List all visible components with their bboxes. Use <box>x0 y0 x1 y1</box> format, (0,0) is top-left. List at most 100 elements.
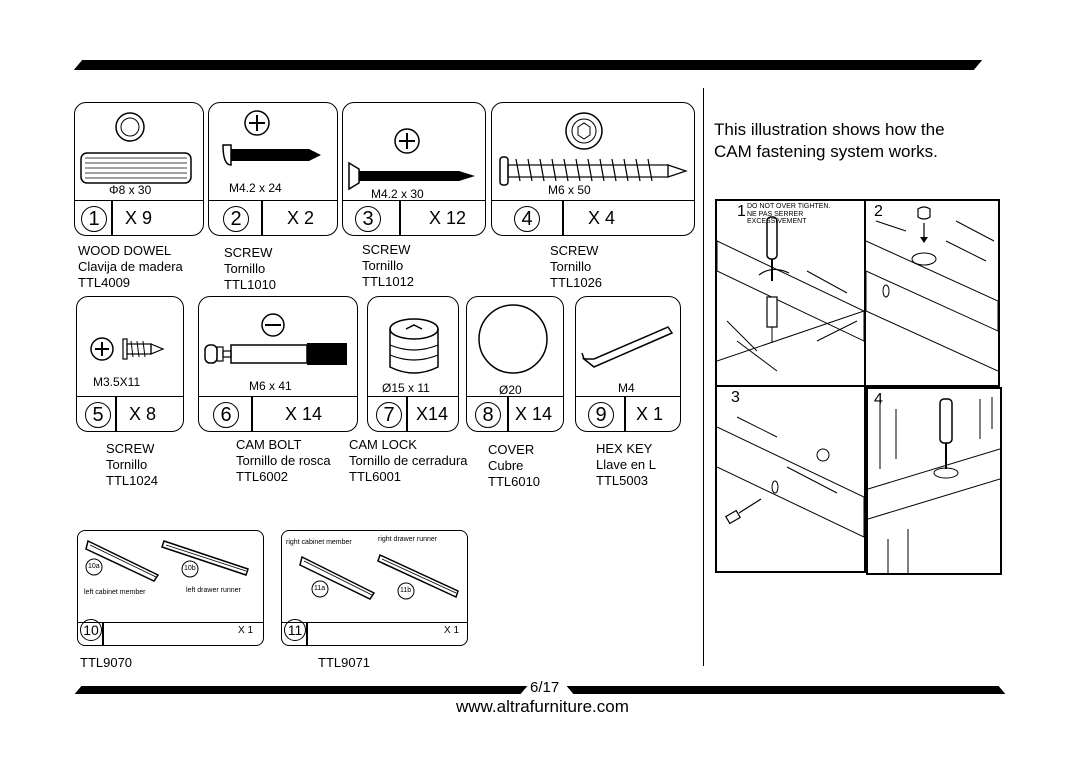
cam-bolt-illustration <box>204 313 347 365</box>
part-code: TTL1010 <box>224 277 277 292</box>
runner-quantity: X 1 <box>444 625 460 636</box>
part-size: M4 <box>618 381 635 395</box>
part-name: SCREW <box>550 243 599 258</box>
part-name: SCREW <box>362 242 411 257</box>
part-size: Ø20 <box>499 383 522 397</box>
hex-key-illustration <box>581 326 674 368</box>
part-name: COVER <box>488 442 535 457</box>
runner-tag-b: 11b <box>400 587 412 594</box>
part-alt-name: Tornillo <box>362 258 404 273</box>
runner-tag-a: 10a <box>88 563 100 570</box>
part-size: M6 x 50 <box>548 183 591 197</box>
part-code: TTL6010 <box>488 474 541 489</box>
part-quantity: X 2 <box>287 208 315 228</box>
footer-rule-left <box>74 686 528 694</box>
part-card-9: M4 9 X 1 <box>575 296 681 432</box>
part-code: TTL1024 <box>106 473 159 488</box>
part-number: 9 <box>588 399 614 429</box>
cam-step-2: 2 <box>866 201 998 387</box>
part-label-2: SCREW Tornillo TTL1010 <box>224 245 276 293</box>
part-alt-name: Tornillo <box>106 457 148 472</box>
part-size: M4.2 x 24 <box>229 181 282 195</box>
part-label-3: SCREW Tornillo TTL1012 <box>362 242 414 290</box>
screw-illustration <box>499 112 688 186</box>
cam-heading-line-2: CAM fastening system works. <box>714 142 938 161</box>
runner-tag-b: 10b <box>184 565 196 572</box>
warning-text-en: DO NOT OVER TIGHTEN. <box>747 203 831 210</box>
part-name: WOOD DOWEL <box>78 243 172 258</box>
runner-label-b: right drawer runner <box>378 536 438 543</box>
website-url: www.altrafurniture.com <box>456 697 629 716</box>
step-number: 3 <box>731 389 740 406</box>
step-number: 1 <box>737 203 746 220</box>
cam-step-3: 3 <box>717 387 866 571</box>
part-footer <box>576 396 680 431</box>
cam-lock-illustration <box>389 318 439 374</box>
cam-heading-line-1: This illustration shows how the <box>714 120 945 139</box>
part-code: TTL1012 <box>362 274 415 289</box>
part-number: 5 <box>85 399 111 429</box>
part-card-2: M4.2 x 24 2 X 2 <box>208 102 338 236</box>
part-card-8: Ø20 8 X 14 <box>466 296 564 432</box>
part-footer <box>77 396 183 431</box>
step-3-illustration <box>717 416 864 538</box>
step-1-illustration <box>717 216 864 372</box>
part-code: TTL1026 <box>550 275 603 290</box>
part-footer <box>199 396 357 431</box>
part-card-1: Φ8 x 30 1 X 9 <box>74 102 204 236</box>
part-quantity: X 8 <box>129 404 157 424</box>
part-number: 2 <box>223 203 249 233</box>
runner-footer <box>282 622 467 645</box>
screw-illustration <box>222 110 321 166</box>
part-card-6: M6 x 41 6 X 14 <box>198 296 358 432</box>
part-quantity: X 14 <box>285 404 323 424</box>
part-quantity: X 14 <box>515 404 553 424</box>
footer-rule-right <box>566 686 1006 694</box>
part-number: 1 <box>81 203 107 233</box>
part-alt-name: Tornillo de cerradura <box>349 453 468 468</box>
part-quantity: X 12 <box>429 208 467 228</box>
cam-step-1: 1 DO NOT OVER TIGHTEN. NE PAS SERRER EXC… <box>717 201 866 387</box>
part-number: 6 <box>213 399 239 429</box>
part-quantity: X 4 <box>588 208 616 228</box>
part-alt-name: Tornillo <box>550 259 592 274</box>
step-2-illustration <box>866 206 998 372</box>
part-footer <box>467 396 563 431</box>
part-card-4: M6 x 50 4 X 4 <box>491 102 695 236</box>
part-code: TTL6002 <box>236 469 289 484</box>
part-alt-name: Cubre <box>488 458 524 473</box>
cam-heading: This illustration shows how the CAM fast… <box>714 119 945 163</box>
warning-text-fr: NE PAS SERRER EXCESSIVEMENT <box>747 211 807 225</box>
part-card-7: Ø15 x 11 7 X14 <box>367 296 459 432</box>
part-number: 4 <box>514 203 540 233</box>
part-label-4: SCREW Tornillo TTL1026 <box>550 243 602 291</box>
runner-card-11: 11a 11b right cabinet member right drawe… <box>281 530 468 646</box>
part-quantity: X14 <box>416 404 449 424</box>
runner-footer <box>78 622 263 645</box>
page-number: 6/17 <box>530 679 560 696</box>
part-label-1: WOOD DOWEL Clavija de madera TTL4009 <box>78 243 183 291</box>
part-footer <box>209 200 337 235</box>
part-code: TTL5003 <box>596 473 649 488</box>
part-number: 7 <box>376 399 402 429</box>
part-label-6: CAM BOLT Tornillo de rosca TTL6002 <box>236 437 331 485</box>
part-number: 3 <box>355 203 381 233</box>
cover-illustration <box>478 304 548 374</box>
part-footer <box>343 200 485 235</box>
runner-code-11: TTL9071 <box>318 655 371 670</box>
runner-card-10: 10a 10b left cabinet member left drawer … <box>77 530 264 646</box>
part-alt-name: Clavija de madera <box>78 259 183 274</box>
runner-number: 11 <box>284 619 306 643</box>
part-alt-name: Tornillo <box>224 261 266 276</box>
part-size: M6 x 41 <box>249 379 292 393</box>
part-name: HEX KEY <box>596 441 653 456</box>
part-size: Φ8 x 30 <box>109 183 152 197</box>
part-footer <box>368 396 458 431</box>
part-name: SCREW <box>106 441 155 456</box>
part-code: TTL6001 <box>349 469 402 484</box>
cam-step-4: 4 <box>866 387 1002 575</box>
part-code: TTL4009 <box>78 275 131 290</box>
runner-quantity: X 1 <box>238 625 254 636</box>
cam-steps-grid: 1 DO NOT OVER TIGHTEN. NE PAS SERRER EXC… <box>715 199 1002 575</box>
runner-label-a: left cabinet member <box>84 589 146 596</box>
